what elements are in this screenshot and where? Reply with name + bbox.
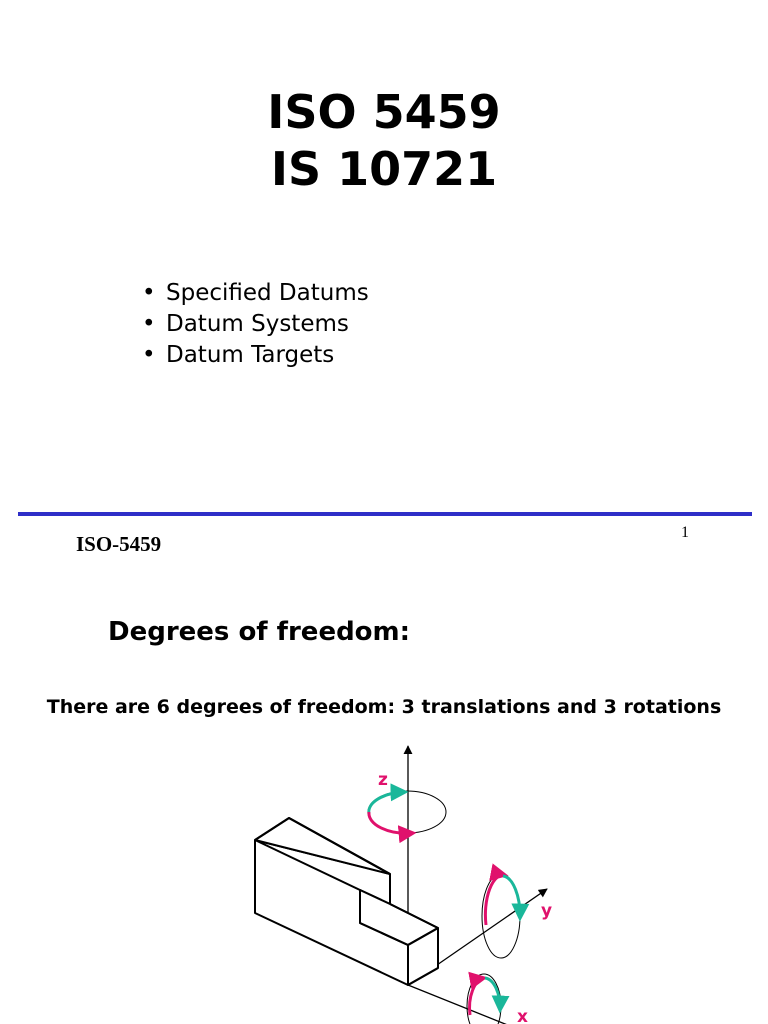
section-heading: Degrees of freedom:	[108, 617, 411, 647]
bullet-text: Datum Systems	[166, 311, 349, 337]
y-rotation-icon	[481, 863, 530, 959]
bullet-text: Datum Targets	[166, 342, 335, 368]
bullet-text: Specified Datums	[166, 280, 369, 306]
bullet-dot: •	[142, 342, 156, 368]
degrees-of-freedom-diagram: z y x	[254, 745, 552, 1024]
bullet-dot: •	[142, 280, 156, 306]
slide-footer: ISO-5459	[76, 532, 162, 556]
page-number: 1	[681, 524, 689, 541]
z-axis-label: z	[378, 770, 388, 790]
y-axis-label: y	[541, 901, 552, 921]
x-axis-line	[407, 984, 507, 1024]
z-rotation-icon	[367, 783, 447, 844]
slide-divider-line	[18, 512, 752, 516]
bullet-item: • Datum Systems	[142, 309, 369, 340]
body-sentence: There are 6 degrees of freedom: 3 transl…	[46, 696, 722, 718]
bullet-dot: •	[142, 311, 156, 337]
slide-title-line-1: ISO 5459	[267, 85, 501, 139]
bullet-item: • Specified Datums	[142, 278, 369, 309]
part-block	[254, 817, 439, 986]
x-axis-label: x	[517, 1007, 528, 1024]
bullet-item: • Datum Targets	[142, 340, 369, 371]
x-rotation-icon	[466, 971, 510, 1024]
bullet-list: • Specified Datums • Datum Systems • Datum …	[142, 278, 369, 371]
slide-title-line-2: IS 10721	[270, 142, 498, 196]
